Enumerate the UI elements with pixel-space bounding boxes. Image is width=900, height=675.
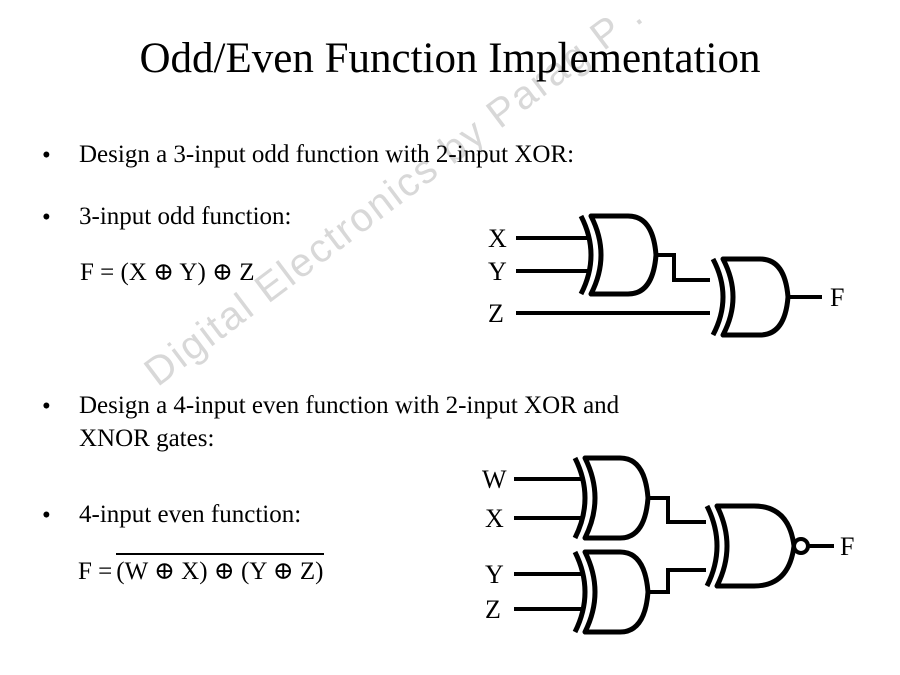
input-label-x: X xyxy=(488,224,507,253)
xor-gate-1 xyxy=(578,213,659,297)
wire-xor1-to-xnor xyxy=(648,496,706,524)
bullet-item-4: • 4-input even function: xyxy=(42,498,301,531)
input-label-x: X xyxy=(485,504,504,533)
input-label-z: Z xyxy=(485,595,501,624)
equation-odd-3input: F = (X ⊕ Y) ⊕ Z xyxy=(80,259,255,286)
equation-lhs: F = xyxy=(78,558,113,585)
xor-gate-2 xyxy=(710,256,791,338)
output-label-f: F xyxy=(840,532,854,561)
output-label-f: F xyxy=(830,283,844,312)
bullet-label: 3-input odd function: xyxy=(79,203,292,230)
bullet-item-1: • Design a 3-input odd function with 2-i… xyxy=(42,138,574,171)
bullet-marker: • xyxy=(42,501,51,529)
xor-gate-1 xyxy=(572,455,651,541)
xnor-gate xyxy=(704,503,810,589)
xor-gate-2 xyxy=(572,549,651,635)
input-label-w: W xyxy=(482,465,507,494)
bullet-marker: • xyxy=(42,203,51,231)
bullet-label-line2: XNOR gates: xyxy=(79,425,215,452)
wire-xor2-to-xnor xyxy=(648,568,706,594)
equation-even-4input: F =(W ⊕ X) ⊕ (Y ⊕ Z) xyxy=(78,553,324,586)
bullet-marker: • xyxy=(42,141,51,169)
wire-xor1-to-xor2 xyxy=(656,253,710,282)
page-title: Odd/Even Function Implementation xyxy=(139,35,761,82)
input-label-y: Y xyxy=(485,560,504,589)
input-label-y: Y xyxy=(488,257,507,286)
bullet-label-line1: Design a 4-input even function with 2-in… xyxy=(79,392,620,419)
3-input-odd-function-circuit: X Y Z F xyxy=(478,208,858,343)
equation-complement-expression: (W ⊕ X) ⊕ (Y ⊕ Z) xyxy=(116,553,324,586)
bullet-item-3: • Design a 4-input even function with 2-… xyxy=(42,389,852,455)
bullet-item-2: • 3-input odd function: xyxy=(42,200,291,233)
input-label-z: Z xyxy=(488,299,504,328)
bullet-marker: • xyxy=(42,392,51,420)
bullet-label: Design a 3-input odd function with 2-inp… xyxy=(79,141,575,168)
bullet-label: 4-input even function: xyxy=(79,501,302,528)
inversion-bubble-icon xyxy=(792,537,810,555)
4-input-even-function-circuit: W X Y Z F xyxy=(472,452,862,642)
